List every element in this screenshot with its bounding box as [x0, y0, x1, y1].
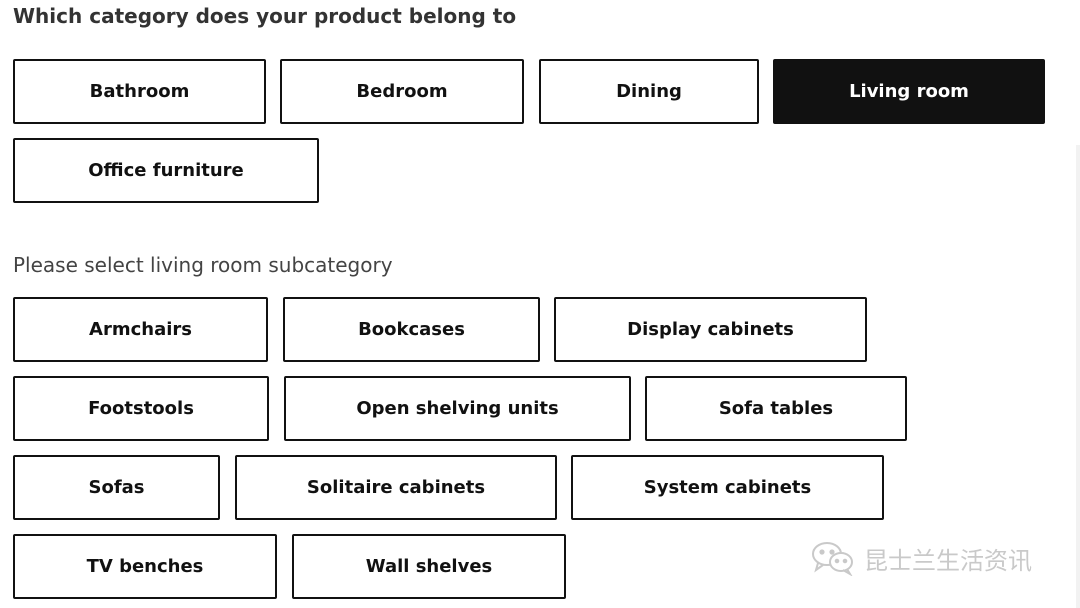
- subcategory-option-open-shelving-units[interactable]: Open shelving units: [284, 376, 631, 441]
- watermark: 昆士兰生活资讯: [810, 540, 1032, 576]
- scrollbar-track[interactable]: [1076, 145, 1080, 608]
- subcategory-option-wall-shelves[interactable]: Wall shelves: [292, 534, 566, 599]
- category-option-living-room[interactable]: Living room: [773, 59, 1045, 124]
- subcategory-option-footstools[interactable]: Footstools: [13, 376, 269, 441]
- wechat-icon: [810, 540, 856, 576]
- subcategory-option-armchairs[interactable]: Armchairs: [13, 297, 268, 362]
- subcategory-option-display-cabinets[interactable]: Display cabinets: [554, 297, 867, 362]
- subcategory-option-bookcases[interactable]: Bookcases: [283, 297, 540, 362]
- category-option-bedroom[interactable]: Bedroom: [280, 59, 524, 124]
- subcategory-option-system-cabinets[interactable]: System cabinets: [571, 455, 884, 520]
- subcategory-option-sofas[interactable]: Sofas: [13, 455, 220, 520]
- watermark-text: 昆士兰生活资讯: [864, 546, 1032, 575]
- subcategory-option-tv-benches[interactable]: TV benches: [13, 534, 277, 599]
- subcategory-option-sofa-tables[interactable]: Sofa tables: [645, 376, 907, 441]
- category-heading: Which category does your product belong …: [13, 4, 517, 28]
- subcategory-option-solitaire-cabinets[interactable]: Solitaire cabinets: [235, 455, 557, 520]
- category-option-dining[interactable]: Dining: [539, 59, 759, 124]
- category-option-bathroom[interactable]: Bathroom: [13, 59, 266, 124]
- subcategory-heading: Please select living room subcategory: [13, 253, 393, 277]
- category-option-office-furniture[interactable]: Office furniture: [13, 138, 319, 203]
